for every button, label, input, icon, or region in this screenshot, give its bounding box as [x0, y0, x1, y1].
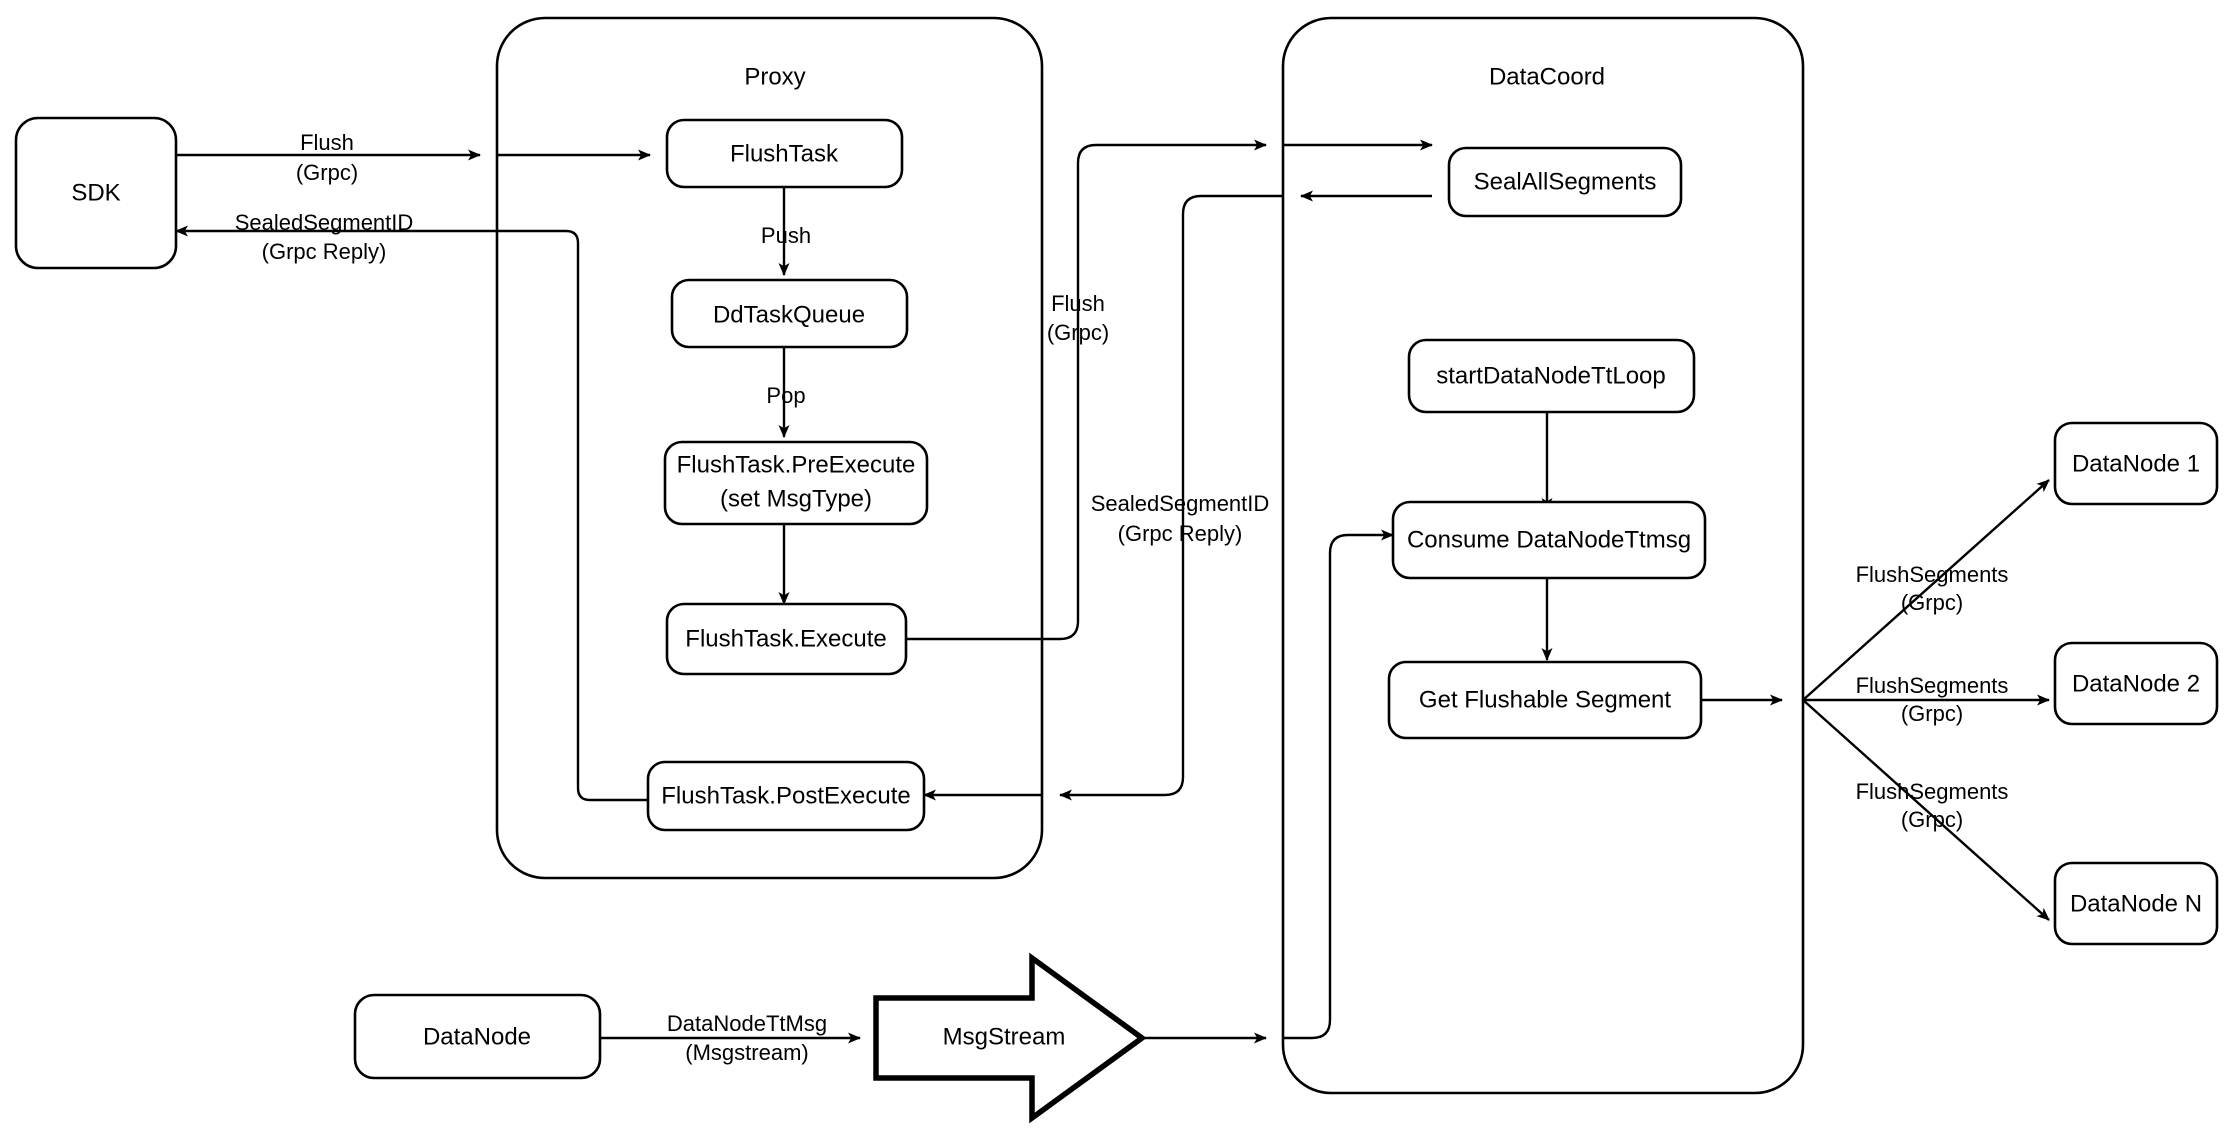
edge-label-sdk-flush-line1: Flush	[300, 130, 354, 155]
node-consume-datanodettmsg[interactable]	[1391, 500, 1707, 580]
edge-postexecute-to-leftrail	[497, 229, 648, 802]
node-flushtask-preexecute-label-line1: FlushTask.PreExecute	[677, 451, 916, 478]
edge-label-flushsegments-1-line2: (Grpc)	[1901, 590, 1963, 615]
node-flushtask[interactable]	[665, 118, 904, 189]
edge-execute-to-datacoord-flush	[906, 139, 1267, 641]
node-flushtask-execute-label: FlushTask.Execute	[685, 625, 886, 652]
node-startdatanodettloop[interactable]	[1407, 338, 1696, 414]
node-flushtask-label: FlushTask	[730, 140, 839, 167]
edge-label-flushsegments-2-line2: (Grpc)	[1901, 701, 1963, 726]
node-datanode-source[interactable]	[353, 993, 602, 1080]
edge-label-datanodettmsg-line2: (Msgstream)	[685, 1040, 808, 1065]
node-sealallsegments-label: SealAllSegments	[1474, 168, 1657, 195]
node-flushtask-preexecute[interactable]	[663, 440, 929, 526]
edge-label-datanodettmsg-line1: DataNodeTtMsg	[667, 1011, 827, 1036]
node-datanode-1-label: DataNode 1	[2072, 450, 2200, 477]
edge-label-sdk-reply-line2: (Grpc Reply)	[262, 239, 387, 264]
node-flushtask-postexecute[interactable]	[646, 760, 926, 832]
node-datanode-n-label: DataNode N	[2070, 890, 2202, 917]
edge-label-datacoord-flush-line1: Flush	[1051, 291, 1105, 316]
node-flushtask-preexecute-label-line2: (set MsgType)	[720, 485, 872, 512]
node-startdatanodettloop-label: startDataNodeTtLoop	[1436, 362, 1665, 389]
node-get-flushable-segment-label: Get Flushable Segment	[1419, 686, 1671, 713]
edge-label-flushsegments-2-line1: FlushSegments	[1856, 673, 2009, 698]
node-ddtaskqueue-label: DdTaskQueue	[713, 301, 865, 328]
edge-label-flushsegments-n-line1: FlushSegments	[1856, 779, 2009, 804]
edge-label-sdk-reply-line1: SealedSegmentID	[235, 210, 414, 235]
edge-label-datacoord-flush-line2: (Grpc)	[1047, 320, 1109, 345]
edge-label-flushsegments-n-line2: (Grpc)	[1901, 807, 1963, 832]
node-ddtaskqueue[interactable]	[670, 278, 909, 349]
edge-datacoord-ttmsg-rail	[1283, 529, 1394, 1040]
edge-label-datacoord-reply-line1: SealedSegmentID	[1091, 491, 1270, 516]
edge-label-push: Push	[761, 223, 811, 248]
node-flushtask-postexecute-label: FlushTask.PostExecute	[661, 782, 910, 809]
edge-label-datacoord-reply-line2: (Grpc Reply)	[1118, 521, 1243, 546]
node-datanode-n[interactable]	[2053, 861, 2219, 946]
node-datanode-1[interactable]	[2053, 421, 2219, 506]
edge-label-sdk-flush-line2: (Grpc)	[296, 160, 358, 185]
group-datacoord-label: DataCoord	[1489, 63, 1605, 90]
node-datanode-source-label: DataNode	[423, 1023, 531, 1050]
edge-label-flushsegments-1-line1: FlushSegments	[1856, 562, 2009, 587]
node-sdk-label: SDK	[71, 179, 120, 206]
node-datanode-2[interactable]	[2053, 641, 2219, 726]
group-proxy-label: Proxy	[744, 63, 805, 90]
edge-datacoord-reply-rail	[1059, 194, 1283, 801]
edge-hub-to-datanode1	[1802, 479, 2050, 701]
edge-label-pop: Pop	[766, 383, 805, 408]
node-sdk[interactable]	[14, 116, 178, 270]
node-datanode-2-label: DataNode 2	[2072, 670, 2200, 697]
edge-hub-to-datanodeN	[1802, 699, 2050, 921]
node-consume-datanodettmsg-label: Consume DataNodeTtmsg	[1407, 526, 1691, 553]
node-flushtask-execute[interactable]	[665, 602, 908, 676]
node-msgstream-label: MsgStream	[943, 1023, 1066, 1050]
node-get-flushable-segment[interactable]	[1387, 660, 1703, 740]
node-sealallsegments[interactable]	[1447, 146, 1683, 218]
node-msgstream-arrow[interactable]	[873, 952, 1147, 1124]
